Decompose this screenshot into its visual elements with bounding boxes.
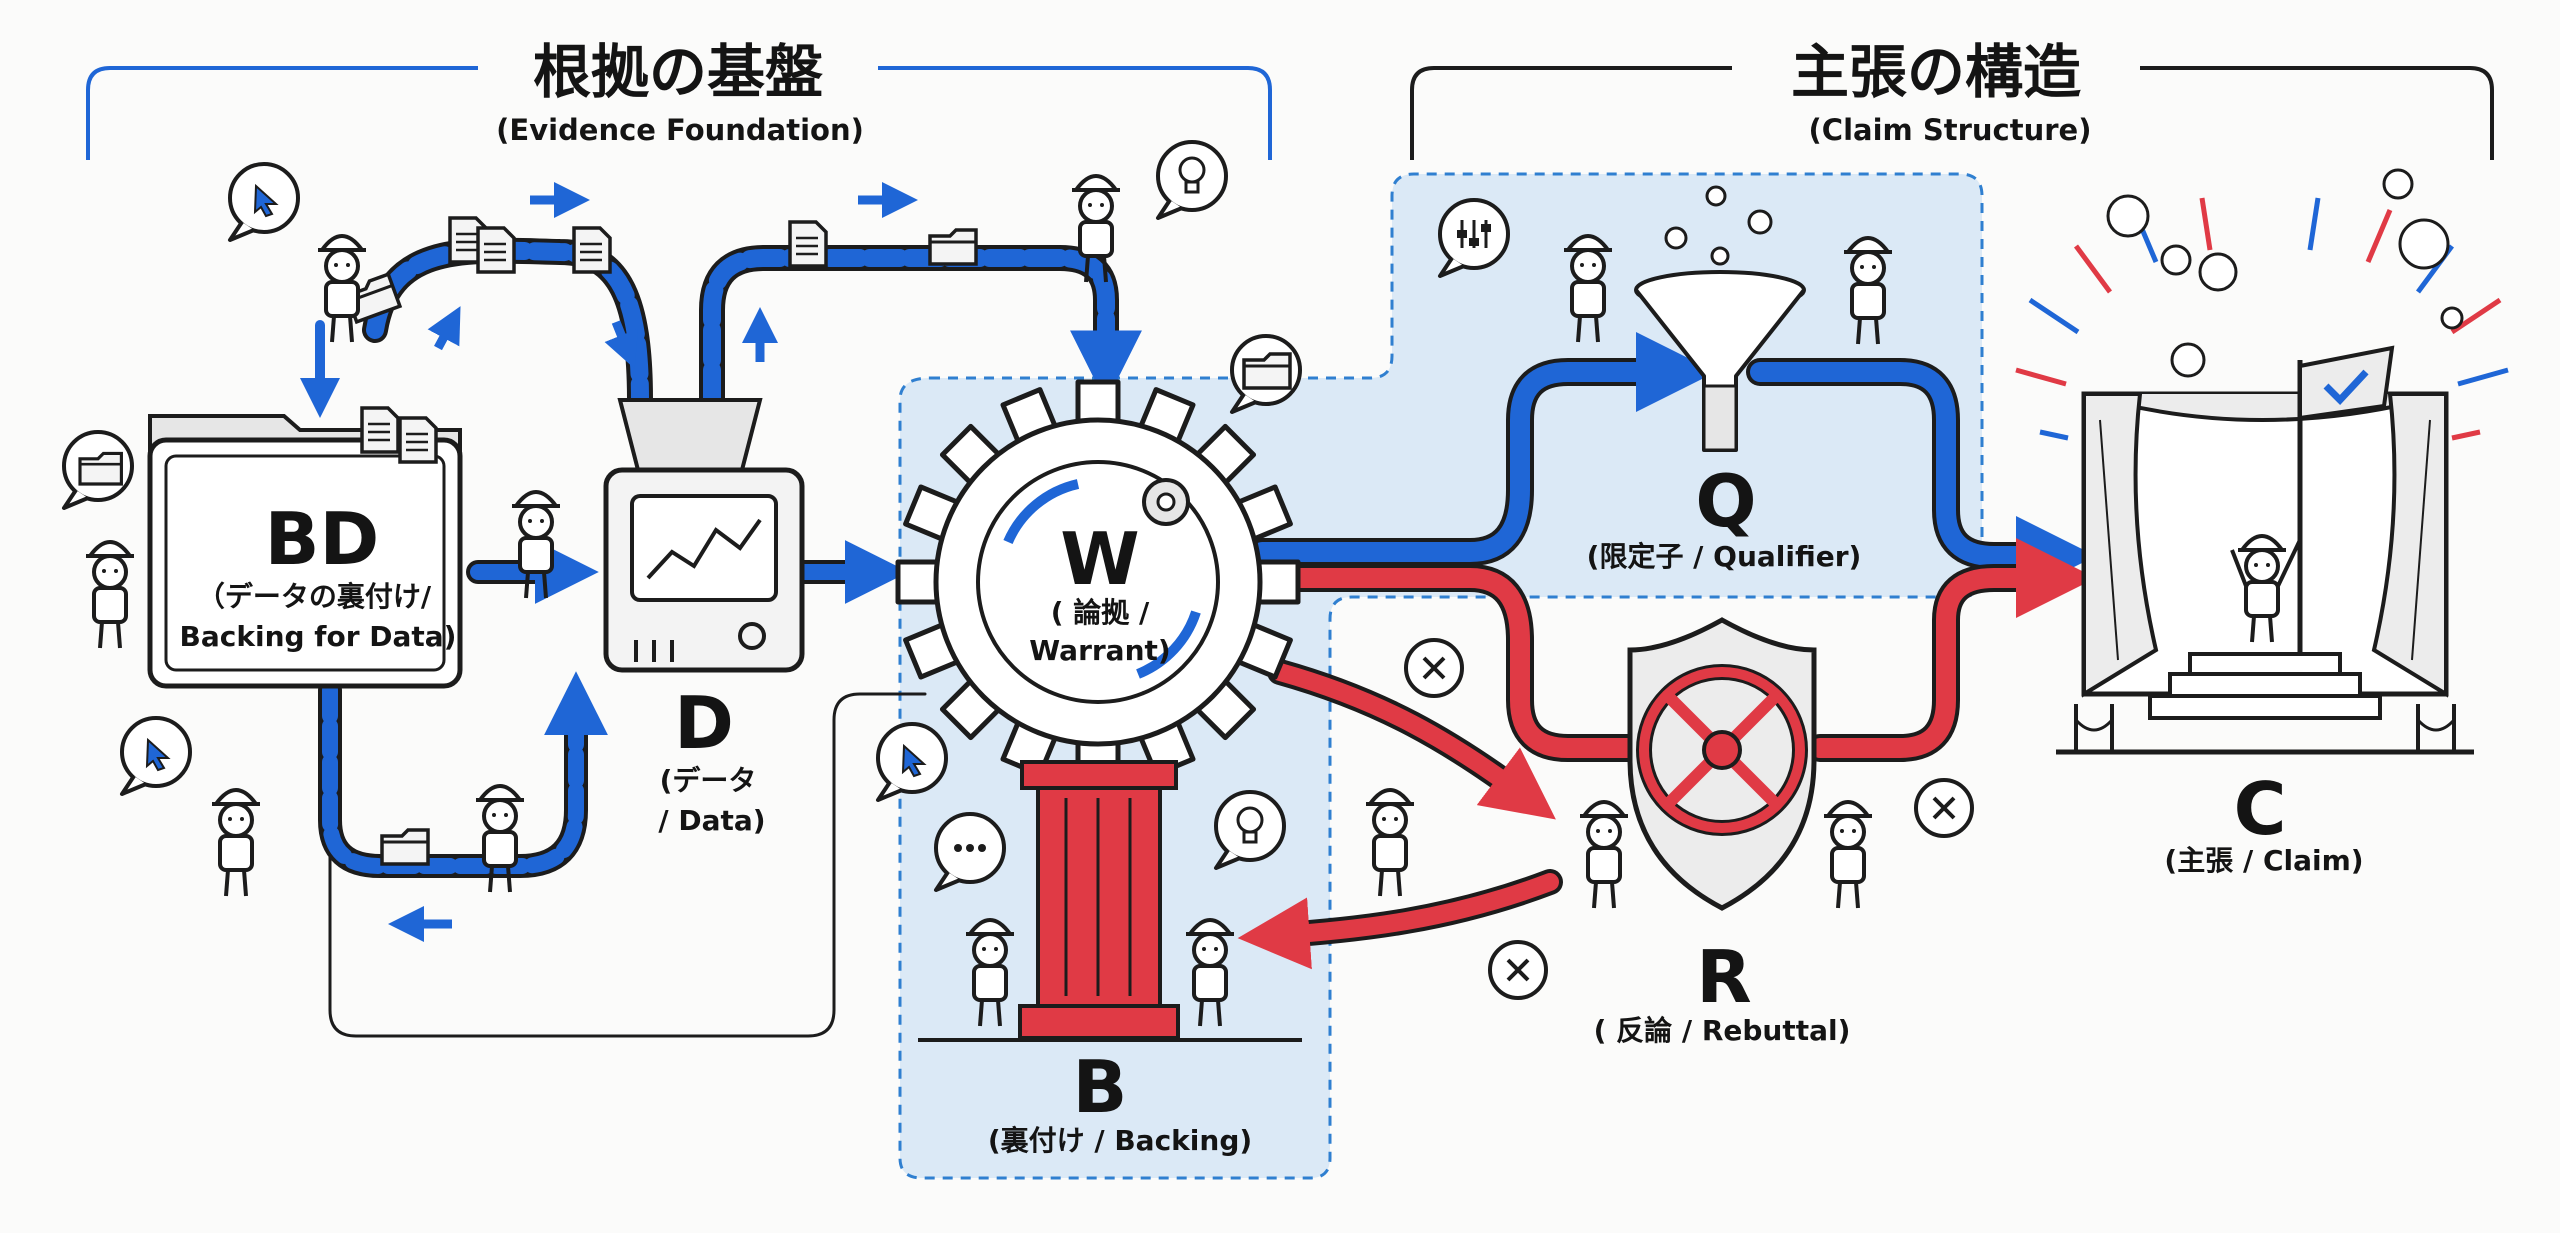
r-letter: R — [1696, 935, 1751, 1019]
warrant-gear — [895, 379, 1301, 785]
lightbulb-icon — [1214, 790, 1286, 870]
evidence-bracket — [86, 66, 1272, 160]
d-label-line1: (データ — [660, 764, 757, 797]
bd-label-line2: Backing for Data) — [180, 620, 457, 653]
close-icon — [1404, 638, 1464, 698]
feedback-loop-line — [328, 692, 927, 1038]
claim-stage — [2015, 168, 2509, 755]
r-label: ( 反論 / Rebuttal) — [1594, 1014, 1851, 1047]
claim-bracket — [1410, 66, 2494, 160]
worker — [1822, 800, 1874, 910]
flow-arrow-hints — [388, 182, 918, 942]
worker — [1578, 800, 1630, 910]
c-letter: C — [2234, 767, 2287, 851]
b-letter: B — [1073, 1045, 1128, 1129]
close-icon — [1488, 940, 1548, 1000]
claim-flow-pipes — [1237, 332, 2096, 970]
q-letter: Q — [1695, 459, 1756, 543]
gear-icon — [1142, 478, 1190, 526]
cursor-icon — [228, 162, 300, 242]
d-label-line2: / Data) — [658, 804, 765, 837]
backing-pillar — [918, 760, 1302, 1042]
backing-for-data-folder — [147, 406, 463, 689]
evidence-title: 根拠の基盤 — [533, 38, 823, 106]
evidence-subtitle: (Evidence Foundation) — [496, 113, 864, 147]
data-processing-machine — [603, 398, 805, 673]
evidence-flow-pipes — [300, 237, 1142, 878]
lightbulb-icon — [1156, 140, 1228, 220]
ellipsis-icon — [934, 812, 1006, 892]
b-label: (裏付け / Backing) — [988, 1124, 1252, 1157]
w-label-line2: Warrant) — [1029, 634, 1170, 667]
claim-title: 主張の構造 — [1791, 38, 2081, 106]
equalizer-icon — [1438, 198, 1510, 278]
close-icon — [1914, 778, 1974, 838]
bd-label-line1: （データの裏付け/ — [197, 580, 432, 613]
d-letter: D — [674, 681, 734, 765]
w-label-line1: ( 論拠 / — [1051, 596, 1150, 629]
claim-subtitle: (Claim Structure) — [1809, 113, 2092, 147]
worker — [84, 540, 136, 650]
bd-letter: BD — [265, 497, 380, 581]
rebuttal-shield — [1627, 617, 1817, 911]
q-label: (限定子 / Qualifier) — [1587, 540, 1862, 573]
worker — [316, 234, 368, 344]
worker — [210, 788, 262, 898]
checkmark-flag-icon — [2297, 345, 2395, 654]
worker — [1364, 788, 1416, 898]
qualifier-funnel — [1634, 185, 1806, 452]
c-label: (主張 / Claim) — [2164, 844, 2363, 877]
w-letter: W — [1060, 517, 1139, 601]
speech-bubbles — [62, 140, 1510, 892]
cursor-icon — [120, 716, 192, 796]
